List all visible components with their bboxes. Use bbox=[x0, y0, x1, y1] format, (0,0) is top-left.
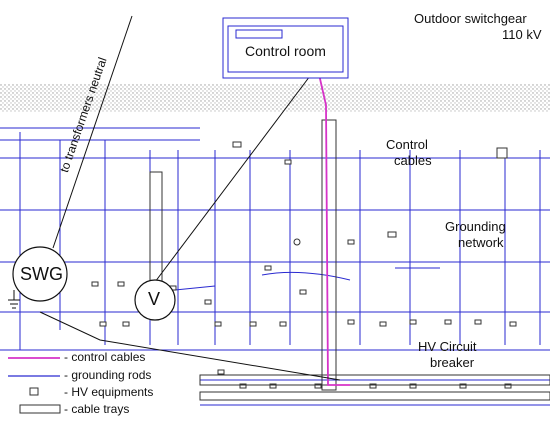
control-cable-route bbox=[317, 69, 350, 386]
meter-circles bbox=[12, 246, 176, 321]
legend-cable-trays: - cable trays bbox=[64, 402, 130, 416]
hv-equipment-symbols bbox=[91, 141, 517, 389]
legend-grounding-rods: - grounding rods bbox=[64, 368, 152, 382]
legend-swatches bbox=[8, 357, 61, 414]
control-cables-line1: Control bbox=[386, 137, 428, 152]
control-cables-line2: cables bbox=[394, 153, 432, 168]
breaker-line2: breaker bbox=[430, 355, 475, 370]
title-line1: Outdoor switchgear bbox=[414, 11, 527, 26]
control-room-label: Control room bbox=[245, 43, 326, 59]
grounding-line1: Grounding bbox=[445, 219, 506, 234]
title-line2: 110 kV bbox=[502, 27, 542, 42]
control-room-box bbox=[222, 17, 349, 79]
legend-control-cables: - control cables bbox=[64, 350, 146, 364]
swg-label: SWG bbox=[20, 264, 63, 284]
connection-lines bbox=[39, 15, 341, 381]
v-label: V bbox=[148, 289, 161, 309]
dotted-band bbox=[0, 84, 550, 112]
legend-hv-equipments: - HV equipments bbox=[64, 385, 154, 399]
grounding-line2: network bbox=[458, 235, 504, 250]
ground-symbol bbox=[8, 290, 20, 309]
breaker-line1: HV Circuit bbox=[418, 339, 477, 354]
